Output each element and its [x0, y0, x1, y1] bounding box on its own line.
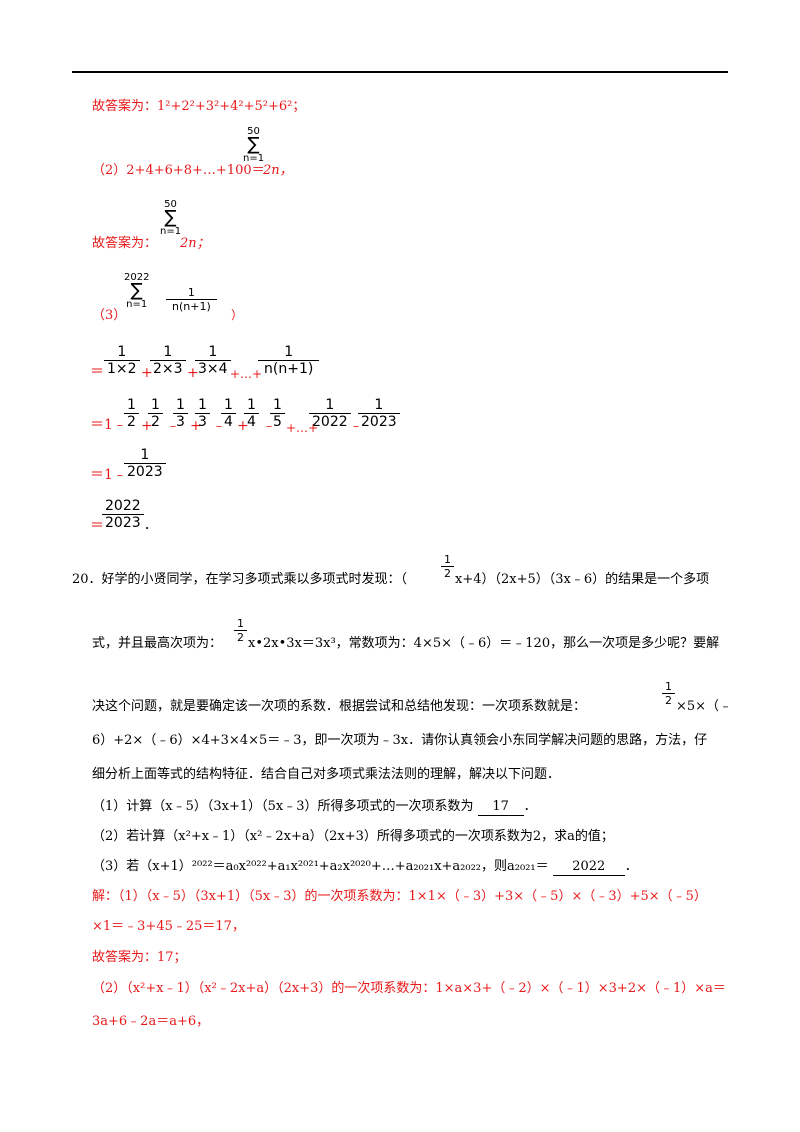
q20-sub-2: （2）若计算（x²+x﹣1）（x²﹣2x+a）（2x+3）所得多项式的一次项系数…	[92, 829, 614, 844]
q20-line-2b: x•2x•3x＝3x³，常数项为：4×5×（﹣6）＝﹣120，那么一次项是多少呢…	[248, 636, 720, 651]
answer-line-2: 故答案为：	[92, 236, 158, 251]
answer-expression: 1²+2²+3²+4²+5²+6²；	[157, 99, 306, 114]
equals-1: ＝	[90, 364, 104, 380]
q20-line-2a: 式，并且最高次项为：	[92, 636, 223, 651]
q20-sub-1: （1）计算（x﹣5）（3x+1）（5x﹣3）所得多项式的一次项系数为 17．	[92, 799, 537, 816]
minus-1: ﹣	[166, 418, 180, 434]
plus-ellipsis-2: +…+	[286, 421, 319, 435]
minus-4: ﹣	[349, 418, 363, 434]
equals-3: ＝1﹣	[90, 467, 127, 483]
sigma-50-b: 50 ∑ n=1	[160, 199, 182, 237]
answer-prefix: 故答案为：	[92, 99, 158, 114]
part-3-label: （3）	[92, 308, 127, 323]
sigma-2022: 2022 ∑ n=1	[124, 272, 150, 310]
q20-line-5: 细分析上面等式的结构特征．结合自己对多项式乘法法则的理解，解决以下问题．	[92, 767, 561, 782]
q20-line-4: 6）+2×（﹣6）×4+3×4×5＝﹣3，即一次项为﹣3x．请你认真领会小东同学…	[92, 733, 708, 748]
q20-line-3b: ×5×（﹣	[676, 699, 733, 714]
q20-line-3a: 决这个问题，就是要确定该一次项的系数．根据尝试和总结他发现：一次项系数就是：	[92, 699, 587, 714]
sigma-50-a: 50 ∑ n=1	[243, 126, 265, 164]
q20-sub-1-answer: 17	[477, 799, 524, 816]
part-2-line: （2）2+4+6+8+…+100＝	[92, 163, 265, 178]
minus-3: ﹣	[262, 418, 276, 434]
plus-5: +	[237, 418, 249, 434]
plus-2: +	[187, 365, 199, 381]
plus-ellipsis-1: +…+	[230, 367, 263, 381]
q20-line-1: 20．好学的小贤同学，在学习多项式乘以多项式时发现：（	[72, 572, 408, 587]
equals-4: ＝	[90, 518, 104, 534]
period-1: ．	[144, 518, 158, 533]
plus-1: +	[141, 365, 153, 381]
solution-2a: （2）（x²+x﹣1）（x²﹣2x+a）（2x+3）的一次项系数为：1×a×3+…	[92, 981, 726, 996]
solution-1b: ×1＝﹣3+45﹣25＝17，	[92, 919, 245, 934]
fraction-general-term: 1 n(n+1)	[166, 286, 217, 313]
solution-answer: 故答案为：17；	[92, 950, 187, 965]
close-paren: ）	[231, 308, 244, 322]
q20-sub-3: （3）若（x+1）²⁰²²＝a₀x²⁰²²+a₁x²⁰²¹+a₂x²⁰²⁰+…+…	[92, 859, 638, 876]
solution-2b: 3a+6﹣2a＝a+6，	[92, 1014, 210, 1029]
q20-sub-3-answer: 2022	[552, 859, 625, 876]
two-n-a: 2n，	[263, 163, 293, 178]
plus-4: +	[190, 418, 202, 434]
q20-line-1b: x+4）（2x+5）（3x﹣6）的结果是一个多项	[455, 572, 710, 587]
answer-line-1: 故答案为：1²+2²+3²+4²+5²+6²；	[92, 99, 305, 115]
plus-3: +	[141, 418, 153, 434]
equals-2: ＝1﹣	[90, 417, 127, 433]
header-rule	[72, 71, 728, 73]
two-n-b: 2n；	[180, 236, 210, 251]
minus-2: ﹣	[212, 418, 226, 434]
solution-1a: 解：（1）（x﹣5）（3x+1）（5x﹣3）的一次项系数为：1×1×（﹣3）+3…	[92, 889, 707, 904]
